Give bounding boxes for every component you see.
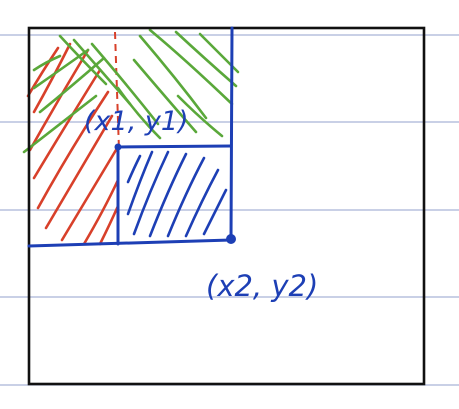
label-x1-y1: (x1, y1)	[84, 106, 189, 137]
blue-inner-horizontal	[116, 144, 233, 149]
red-dashed-line	[114, 31, 120, 151]
blue-rectangle	[27, 26, 234, 248]
blue-bottom-edge	[27, 238, 233, 248]
outer-frame	[27, 26, 426, 386]
point-x1-y1	[114, 143, 122, 151]
blue-hatching	[126, 150, 228, 238]
point-x2-y2	[226, 234, 236, 244]
green-hatching	[22, 28, 240, 154]
label-x2-y2: (x2, y2)	[206, 269, 318, 303]
blue-right-edge	[229, 26, 234, 242]
red-hatching	[26, 42, 120, 246]
